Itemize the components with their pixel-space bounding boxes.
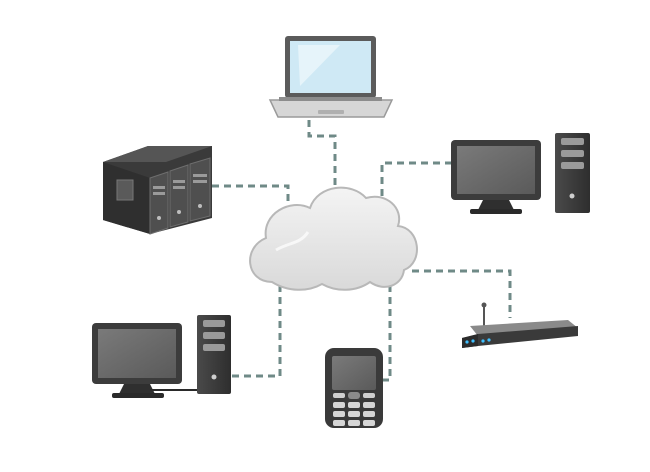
- connector-server-cloud: [212, 184, 290, 206]
- desktop-computer-icon: [451, 133, 590, 214]
- connections: [212, 120, 512, 382]
- server-rack-icon: [103, 146, 212, 235]
- desktop-computer-icon: [92, 315, 231, 398]
- router-icon: [462, 302, 578, 348]
- laptop-icon: [268, 36, 394, 118]
- connector-router-cloud: [412, 269, 512, 318]
- connector-desktop-right-cloud: [380, 161, 452, 196]
- connector-desktop-left-cloud: [232, 278, 282, 378]
- connector-laptop-cloud: [307, 120, 337, 188]
- mobile-phone-icon: [325, 348, 383, 428]
- connector-phone-cloud: [382, 282, 392, 382]
- cloud-icon: [249, 186, 418, 291]
